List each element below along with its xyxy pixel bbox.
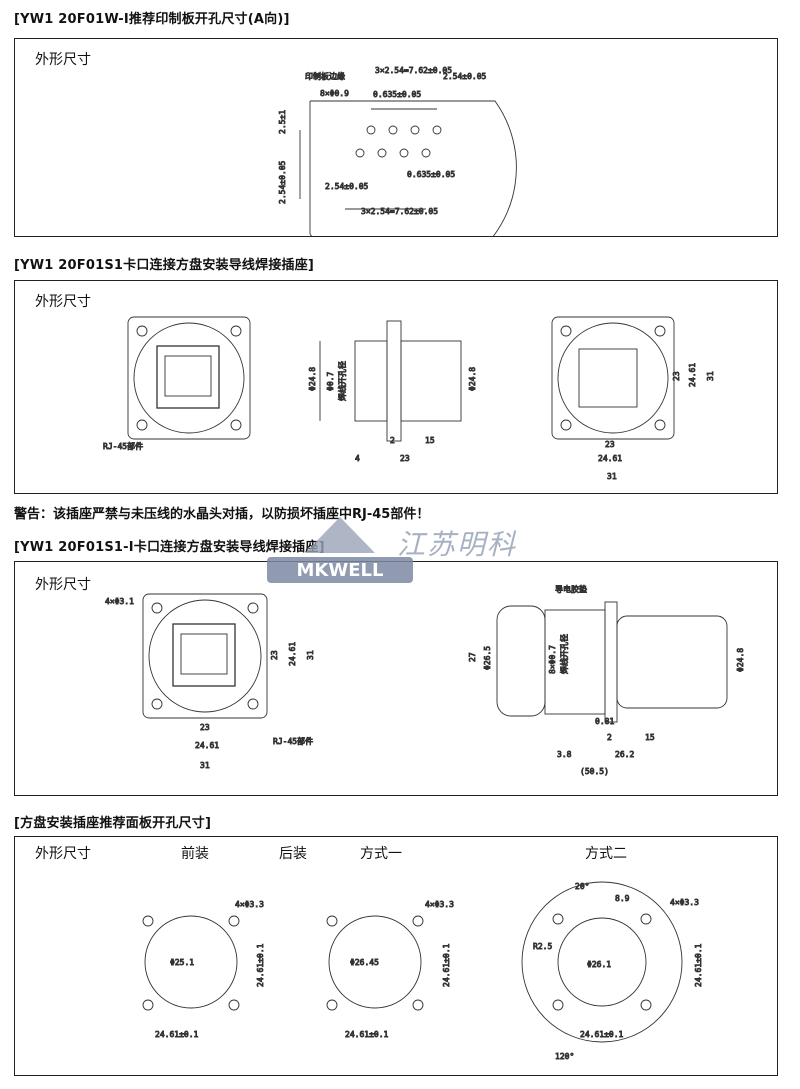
s1i-p265: Φ26.5 <box>483 646 492 670</box>
col-method2: 方式二 <box>585 846 627 862</box>
c3-n: 8.9 <box>615 894 630 903</box>
outline-label: 外形尺寸 <box>35 846 91 862</box>
dim-c: 印制板边缘 <box>305 71 345 81</box>
mkwell-text: MKWELL <box>297 560 384 581</box>
c3-w: 24.61±0.1 <box>580 1030 624 1039</box>
c3-v: 24.61±0.1 <box>694 943 703 987</box>
s1i-n2461: 24.61 <box>195 741 219 750</box>
c1-w: 24.61±0.1 <box>155 1030 199 1039</box>
panel-cutout: 外形尺寸 前装 后装 方式一 方式二 4×Φ3.3 Φ25.1 24.61±0.… <box>14 836 778 1076</box>
s1i-gasket: 导电胶垫 <box>555 584 587 594</box>
s1-n4: 4 <box>355 454 360 463</box>
s1i-n505: (50.5) <box>580 767 609 776</box>
s1-v31: 31 <box>706 371 715 381</box>
c3-a20: 20° <box>575 882 589 891</box>
panel-pcb-layout: 外形尺寸 3×2.54=7.62±0.05 2.54±0.05 印制板边缘 8×… <box>14 38 778 237</box>
s1-n15: 15 <box>425 436 435 445</box>
s1i-rj: RJ-45部件 <box>273 736 313 746</box>
col-front: 前装 <box>181 846 209 862</box>
s1i-v23: 23 <box>270 650 279 660</box>
dim-g: 2.54±0.05 <box>278 160 287 204</box>
dim-a: 3×2.54=7.62±0.05 <box>375 66 452 75</box>
mkwell-logo: MKWELL <box>267 517 413 583</box>
s1i-v2461: 24.61 <box>288 642 297 666</box>
dim-j: 3×2.54=7.62±0.05 <box>361 207 438 216</box>
s1i-n2: 2 <box>607 733 612 742</box>
s1i-n23: 23 <box>200 723 210 732</box>
s1-drawing: RJ-45部件 Φ24.8 Φ0.7 焊线开孔径 Φ24.8 2 15 4 23… <box>103 316 715 481</box>
outline-label: 外形尺寸 <box>35 52 91 68</box>
s1-n31: 31 <box>607 472 617 481</box>
panel-s1i: 外形尺寸 4×Φ3.1 RJ-45部件 23 24.61 31 23 24.61… <box>14 561 778 796</box>
s1-v23: 23 <box>672 371 681 381</box>
s1i-a: 4×Φ3.1 <box>105 597 134 606</box>
s1i-n15: 15 <box>645 733 655 742</box>
s1-d1: Φ24.8 <box>308 367 317 391</box>
panel-s1: 外形尺寸 RJ-45部件 Φ24.8 Φ0.7 焊线开孔径 Φ24.8 2 15… <box>14 280 778 494</box>
s1-n24: 24.61 <box>598 454 622 463</box>
dim-b: 2.54±0.05 <box>443 72 487 81</box>
dim-d: 8×Φ0.9 <box>320 89 349 98</box>
s1i-v31: 31 <box>306 650 315 660</box>
cutout-drawing: 4×Φ3.3 Φ25.1 24.61±0.1 24.61±0.1 4×Φ3.3 … <box>142 881 703 1061</box>
s1-n23: 23 <box>400 454 410 463</box>
c2-v: 24.61±0.1 <box>442 943 451 987</box>
warning-text: 警告：该插座严禁与未压线的水晶头对插，以防损坏插座中RJ-45部件！ <box>14 507 430 522</box>
s1-n23b: 23 <box>605 440 615 449</box>
s1i-n31: 31 <box>200 761 210 770</box>
s1-d2: Φ0.7 <box>326 372 335 391</box>
s1i-p07: 8×Φ0.7 <box>548 645 557 674</box>
col-method1: 方式一 <box>360 846 402 862</box>
s1i-n38: 3.8 <box>557 750 572 759</box>
c2-h: 4×Φ3.3 <box>425 900 454 909</box>
pcb-drawing: 3×2.54=7.62±0.05 2.54±0.05 印制板边缘 8×Φ0.9 … <box>278 66 517 236</box>
rj45-label: RJ-45部件 <box>103 441 143 451</box>
s1i-p248: Φ24.8 <box>736 648 745 672</box>
watermark-text: 江苏明科 <box>397 528 518 561</box>
flange-front <box>127 316 251 440</box>
section-title-s1i: [YW1 20F01S1-I卡口连接方盘安装导线焊接插座] <box>14 540 325 555</box>
s1-d4: Φ24.8 <box>468 367 477 391</box>
dim-i: 0.635±0.05 <box>407 170 455 179</box>
c3-h: 4×Φ3.3 <box>670 898 699 907</box>
dim-f: 2.5±1 <box>278 110 287 134</box>
c1-h: 4×Φ3.3 <box>235 900 264 909</box>
c3-a120: 120° <box>555 1052 574 1061</box>
c1-d: Φ25.1 <box>170 958 194 967</box>
section-title-s1: [YW1 20F01S1卡口连接方盘安装导线焊接插座] <box>14 258 315 273</box>
s1-v2461: 24.61 <box>688 363 697 387</box>
s1i-n081: 0.81 <box>595 717 614 726</box>
outline-label: 外形尺寸 <box>35 294 91 310</box>
s1i-hole: 焊线开孔径 <box>559 634 569 674</box>
col-rear: 后装 <box>279 846 307 862</box>
outline-label: 外形尺寸 <box>35 577 91 593</box>
dim-h: 2.54±0.05 <box>325 182 369 191</box>
c2-w: 24.61±0.1 <box>345 1030 389 1039</box>
section-title-panel: [方盘安装插座推荐面板开孔尺寸] <box>14 816 212 831</box>
section-title-pcb: [YW1 20F01W-I推荐印制板开孔尺寸(A向)] <box>14 12 290 27</box>
dim-e: 0.635±0.05 <box>373 90 421 99</box>
s1i-n262: 26.2 <box>615 750 634 759</box>
c3-d: Φ26.1 <box>587 960 611 969</box>
s1i-n27: 27 <box>468 652 477 662</box>
c3-r: R2.5 <box>533 942 552 951</box>
s1i-drawing: 4×Φ3.1 RJ-45部件 23 24.61 31 23 24.61 31 导… <box>105 584 746 777</box>
c1-v: 24.61±0.1 <box>256 943 265 987</box>
s1-n2: 2 <box>390 436 395 445</box>
c2-d: Φ26.45 <box>350 958 379 967</box>
s1-d3: 焊线开孔径 <box>337 361 347 401</box>
